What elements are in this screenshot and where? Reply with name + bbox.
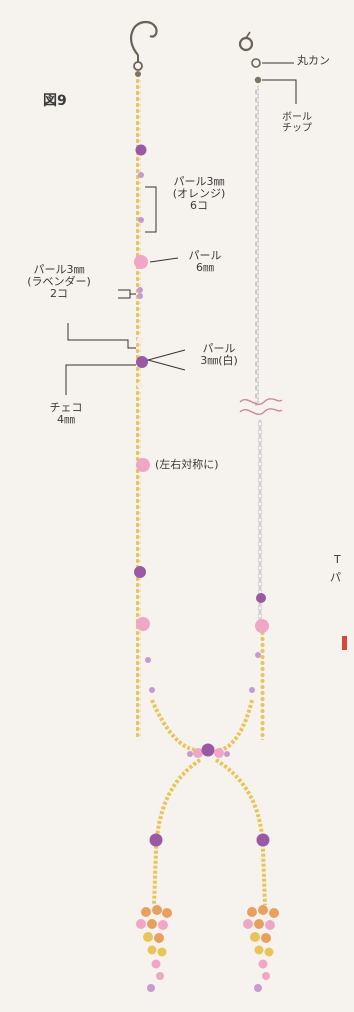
center-cluster-bead	[193, 748, 203, 758]
pearl-6mm-bead	[136, 458, 150, 472]
leader-pearl-6mm	[149, 257, 179, 263]
left-strand	[136, 78, 141, 738]
pearl-lavender-line2: (ラベンダー)	[27, 275, 91, 289]
left-lower-curve	[150, 699, 197, 752]
dangle-purple-bead	[256, 833, 270, 847]
lavender-bead	[145, 657, 151, 663]
right-strand-beads	[260, 620, 265, 740]
ball-chip	[254, 76, 262, 84]
pearl-white-line2: 3㎜(白)	[200, 354, 238, 368]
lavender-bead	[255, 652, 261, 658]
clasp-lever	[245, 31, 251, 39]
chain-break-mark-2	[239, 408, 283, 415]
pearl-6mm-label: パール 6㎜	[180, 249, 230, 275]
lavender-bead	[149, 687, 155, 693]
center-cluster-bead	[224, 751, 230, 757]
lavender-bead	[137, 293, 143, 299]
pearl-white-line1: パール	[202, 342, 236, 355]
pearl-6mm-bead	[136, 617, 150, 631]
lavender-bead	[138, 172, 144, 178]
hook-crimp	[135, 71, 141, 77]
pearl-6mm-line1: パール	[188, 249, 222, 262]
pearl-white-label: パール 3㎜(白)	[184, 342, 254, 368]
czech-line2: 4㎜	[57, 413, 75, 427]
right-chain-upper	[255, 86, 259, 406]
center-cluster-bead	[201, 743, 215, 757]
pearl-orange-line2: (オレンジ)	[172, 187, 226, 201]
pearl-orange-line3: 6コ	[190, 199, 208, 213]
right-chain-lower	[258, 420, 262, 620]
purple-bead	[136, 356, 148, 368]
cut-off-text-2: パ	[330, 571, 341, 584]
lavender-bead	[249, 687, 255, 693]
leader-czech	[65, 364, 136, 395]
hook-jump-ring	[133, 61, 143, 71]
pearl-lavender-line1: パール3㎜	[33, 263, 85, 276]
chain-break-mark-1	[239, 398, 283, 405]
right-lower-curve	[219, 699, 254, 752]
dangle-left	[152, 758, 202, 906]
center-cluster-bead	[214, 748, 224, 758]
ball-chip-label: ボール チップ	[274, 112, 320, 134]
pearl-6mm-line2: 6㎜	[196, 261, 214, 275]
bracket-pearl-orange	[145, 186, 157, 233]
center-cluster-bead	[187, 751, 193, 757]
bracket-white-pearl	[67, 323, 136, 349]
ball-chip-line2: チップ	[282, 123, 312, 134]
clasp	[238, 36, 254, 52]
dangle-purple-bead	[149, 833, 163, 847]
white-pearl-bead	[136, 381, 144, 389]
leader-ball-chip	[262, 79, 297, 104]
lavender-bead	[138, 217, 144, 223]
leader-pearl-white	[146, 349, 186, 371]
symmetry-note: (左右対称に)	[155, 458, 219, 471]
red-mark	[342, 636, 347, 650]
pearl-orange-label: パール3㎜ (オレンジ) 6コ	[160, 175, 238, 213]
purple-bead	[256, 593, 266, 603]
pearl-6mm-bead	[255, 619, 269, 633]
czech-label: チェコ 4㎜	[38, 401, 94, 427]
lavender-bead	[137, 287, 143, 293]
white-pearl-bead	[136, 336, 144, 344]
top-hook	[129, 20, 158, 56]
figure-label: 図9	[43, 93, 67, 109]
cut-off-text-1: T	[334, 553, 341, 566]
maru-kan-label: 丸カン	[297, 54, 330, 67]
pearl-6mm-bead	[134, 255, 148, 269]
purple-bead	[134, 566, 146, 578]
grape-cluster-left	[136, 905, 172, 992]
leader-pearl-lavender	[118, 289, 136, 299]
czech-line1: チェコ	[49, 401, 83, 414]
pearl-lavender-line3: 2コ	[50, 287, 68, 301]
dangle-right	[214, 758, 267, 906]
maru-kan-ring	[251, 58, 261, 68]
pearl-orange-line1: パール3㎜	[173, 175, 225, 188]
grape-cluster-right	[243, 905, 279, 992]
purple-bead	[135, 144, 147, 156]
ball-chip-line1: ボール	[282, 112, 312, 123]
pearl-lavender-label: パール3㎜ (ラベンダー) 2コ	[4, 263, 114, 301]
